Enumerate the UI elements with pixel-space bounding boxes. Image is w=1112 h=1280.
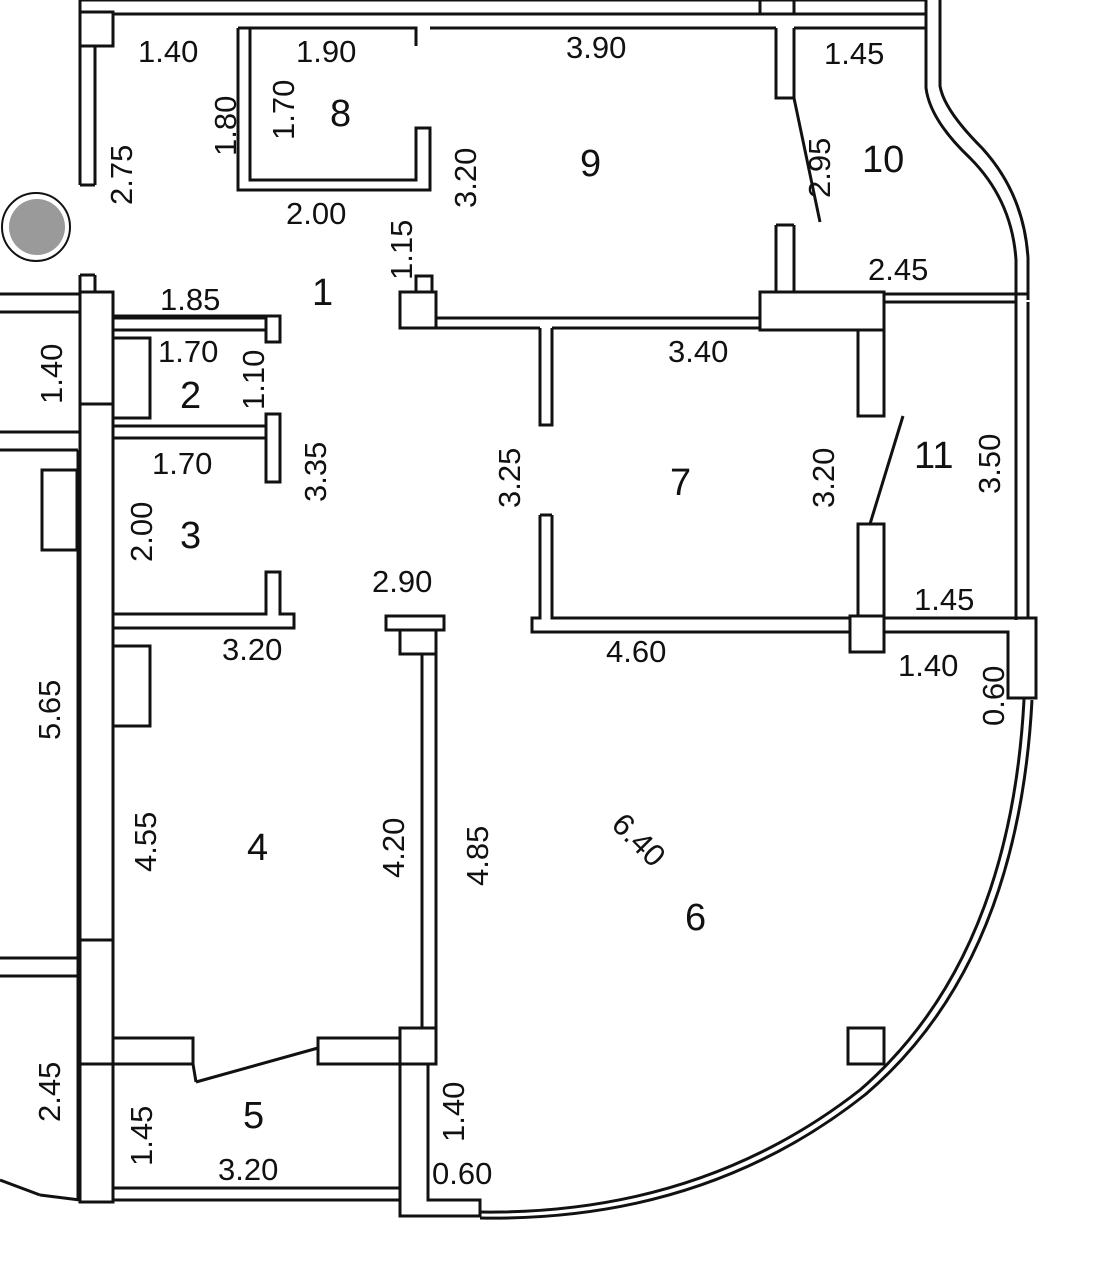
- room-11-label: 11: [914, 435, 953, 477]
- dim-label: 2.00: [124, 502, 159, 562]
- dim-label: 1.70: [152, 446, 212, 481]
- dim-label: 3.20: [222, 632, 282, 667]
- room-numbers: 1 2 3 4 5 6 7 8 9 10 11: [180, 93, 953, 1137]
- dim-label: 5.65: [32, 680, 67, 740]
- room-2-label: 2: [180, 375, 201, 417]
- walls: [0, 0, 1038, 1220]
- dim-label: 2.75: [104, 145, 139, 205]
- dim-label: 1.45: [124, 1106, 159, 1166]
- room-7-label: 7: [670, 462, 691, 504]
- dim-label: 0.60: [432, 1156, 492, 1191]
- dim-label: 4.85: [460, 826, 495, 886]
- dim-label: 1.40: [138, 34, 198, 69]
- dim-label: 2.95: [802, 138, 837, 198]
- dim-label: 4.55: [128, 812, 163, 872]
- dim-label: 1.40: [436, 1082, 471, 1142]
- dim-label: 2.00: [286, 196, 346, 231]
- dim-label: 1.85: [160, 282, 220, 317]
- dim-label: 3.50: [972, 434, 1007, 494]
- dim-label: 1.10: [236, 350, 271, 410]
- room-4-label: 4: [247, 827, 268, 869]
- room-8-label: 8: [330, 93, 351, 135]
- room-6-label: 6: [685, 897, 706, 939]
- dimension-labels: 1.40 1.90 3.90 1.45 2.00 2.45 1.85 1.70 …: [32, 30, 1011, 1191]
- dim-label: 1.40: [34, 344, 69, 404]
- dim-label: 1.45: [914, 582, 974, 617]
- dim-label: 2.45: [868, 252, 928, 287]
- room-10-label: 10: [862, 139, 904, 181]
- dim-label: 1.90: [296, 34, 356, 69]
- room-3-label: 3: [180, 515, 201, 557]
- room-5-label: 5: [243, 1095, 264, 1137]
- dim-label: 3.20: [806, 448, 841, 508]
- dim-label: 3.20: [448, 148, 483, 208]
- room-1-label: 1: [312, 272, 333, 314]
- room-9-label: 9: [580, 143, 601, 185]
- dim-label: 0.60: [976, 666, 1011, 726]
- dim-label: 1.80: [208, 96, 243, 156]
- dim-label: 4.60: [606, 634, 666, 669]
- dim-label: 3.20: [218, 1152, 278, 1187]
- dim-label: 6.40: [605, 806, 672, 873]
- dim-label: 1.45: [824, 36, 884, 71]
- round-fixture: [1, 192, 71, 262]
- dim-label: 1.70: [266, 80, 301, 140]
- dim-label: 3.25: [492, 448, 527, 508]
- dim-label: 2.45: [32, 1062, 67, 1122]
- dim-label: 3.40: [668, 334, 728, 369]
- dim-label: 4.20: [376, 818, 411, 878]
- dim-label: 1.40: [898, 648, 958, 683]
- dim-label: 1.15: [384, 220, 419, 280]
- dim-label: 3.90: [566, 30, 626, 65]
- dim-label: 3.35: [298, 442, 333, 502]
- dim-label: 2.90: [372, 564, 432, 599]
- dim-label: 1.70: [158, 334, 218, 369]
